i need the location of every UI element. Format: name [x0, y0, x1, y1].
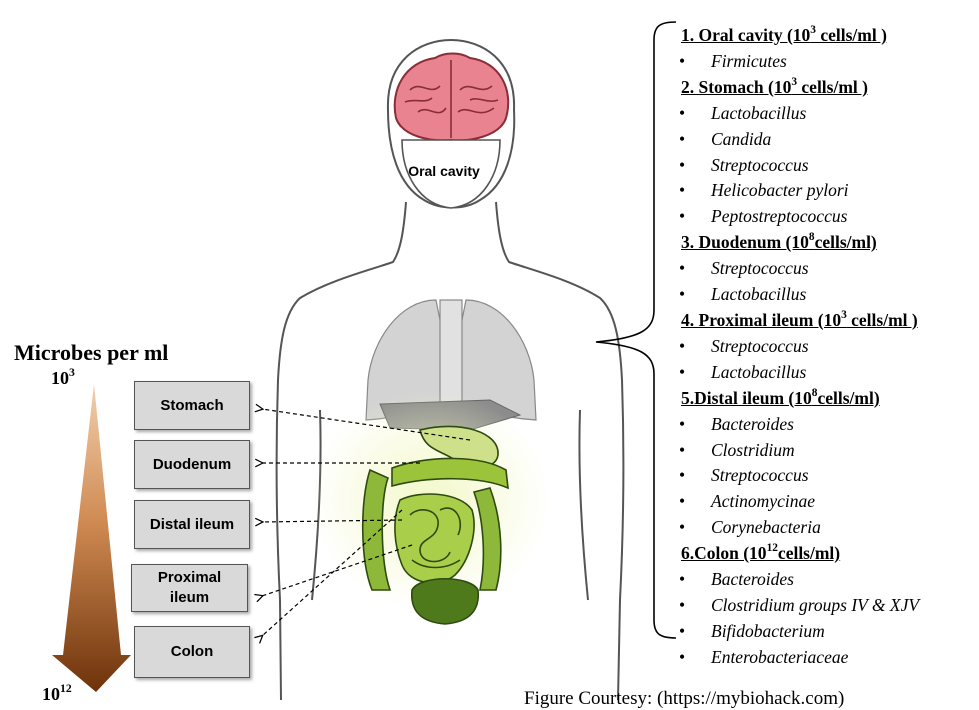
figure-courtesy: Figure Courtesy: (https://mybiohack.com) [524, 688, 844, 710]
section-heading: 6.Colon (1012cells/ml) [681, 541, 979, 567]
brain-icon [395, 54, 509, 141]
list-item: Firmicutes [681, 49, 979, 75]
list-item: Bacteroides [681, 412, 979, 438]
bracket-brace [596, 22, 676, 638]
list-item: Lactobacillus [681, 360, 979, 386]
section-heading: 2. Stomach (103 cells/ml ) [681, 75, 979, 101]
section-heading: 5.Distal ileum (108cells/ml) [681, 386, 979, 412]
organ-box-distal-ileum: Distal ileum [134, 500, 250, 549]
concentration-gradient-arrow [52, 384, 131, 692]
list-item: Helicobacter pylori [681, 178, 979, 204]
list-item: Bifidobacterium [681, 619, 979, 645]
section-heading: 4. Proximal ileum (103 cells/ml ) [681, 308, 979, 334]
list-item: Lactobacillus [681, 282, 979, 308]
section-heading: 1. Oral cavity (103 cells/ml ) [681, 23, 979, 49]
scale-top-label: 103 [51, 368, 75, 389]
organ-box-stomach: Stomach [134, 381, 250, 430]
list-item: Actinomycinae [681, 489, 979, 515]
organ-box-colon: Colon [134, 626, 250, 678]
scale-title: Microbes per ml [14, 340, 168, 366]
list-item: Bacteroides [681, 567, 979, 593]
organ-box-duodenum: Duodenum [134, 440, 250, 489]
list-item: Streptococcus [681, 153, 979, 179]
list-item: Streptococcus [681, 256, 979, 282]
list-item: Corynebacteria [681, 515, 979, 541]
list-item: Candida [681, 127, 979, 153]
list-item: Streptococcus [681, 463, 979, 489]
list-item: Clostridium [681, 438, 979, 464]
list-item: Enterobacteriaceae [681, 645, 979, 671]
section-heading: 3. Duodenum (108cells/ml) [681, 230, 979, 256]
list-item: Peptostreptococcus [681, 204, 979, 230]
oral-cavity-label: Oral cavity [404, 160, 484, 182]
list-item: Clostridium groups IV & XJV [681, 593, 979, 619]
list-item: Streptococcus [681, 334, 979, 360]
scale-bottom-label: 1012 [42, 684, 72, 705]
microbe-list: 1. Oral cavity (103 cells/ml ) Firmicute… [681, 23, 979, 671]
list-item: Lactobacillus [681, 101, 979, 127]
organ-box-proximal-ileum: Proximal ileum [131, 564, 248, 612]
